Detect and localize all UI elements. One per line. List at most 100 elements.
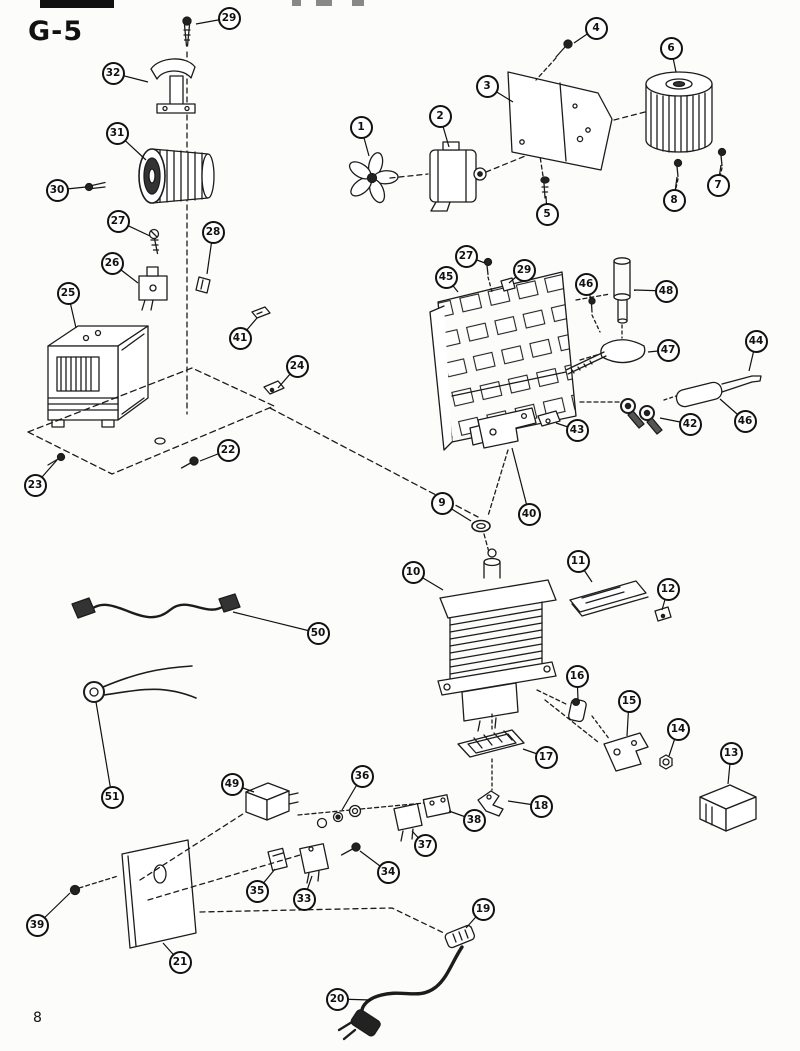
cover-13-drawing	[699, 784, 757, 832]
transformer-drawing	[47, 325, 149, 428]
screw-39-drawing	[69, 875, 119, 896]
callout-30: 30	[45, 178, 69, 202]
gasket-ring-drawing	[471, 519, 491, 557]
screw-27-right-drawing	[483, 257, 493, 293]
callout-14: 14	[666, 717, 690, 741]
callout-46: 46	[574, 272, 598, 296]
cord-bushing-drawing	[444, 924, 476, 949]
callout-32: 32	[101, 61, 125, 85]
bracket-15-drawing	[603, 732, 649, 772]
keys-drawing	[620, 398, 663, 435]
callout-23: 23	[23, 473, 47, 497]
clip-41-drawing	[251, 306, 271, 319]
switch-33-drawing	[299, 843, 330, 884]
page-number: 8	[33, 1010, 42, 1026]
fan-blade-drawing	[348, 152, 399, 204]
screw-4-drawing	[535, 39, 573, 81]
callout-26: 26	[100, 251, 124, 275]
fan-motor-drawing	[389, 141, 541, 212]
callout-47: 47	[656, 338, 680, 362]
callout-42: 42	[678, 412, 702, 436]
callout-6: 6	[659, 36, 683, 60]
callout-49: 49	[220, 772, 244, 796]
callout-2: 2	[428, 104, 452, 128]
callout-5: 5	[535, 202, 559, 226]
callout-24: 24	[285, 354, 309, 378]
jumper-cable-drawing	[71, 593, 241, 619]
callout-22: 22	[216, 438, 240, 462]
screw-27-left-drawing	[148, 228, 160, 255]
switch-49-drawing	[245, 782, 299, 821]
callout-27: 27	[106, 209, 130, 233]
blower-wheel-left-drawing	[138, 148, 215, 204]
shaft-rod-drawing	[663, 375, 762, 408]
callout-18: 18	[529, 794, 553, 818]
screw-5-drawing	[539, 155, 550, 199]
callout-3: 3	[475, 74, 499, 98]
clip-43-drawing	[537, 410, 561, 427]
callout-13: 13	[719, 741, 743, 765]
switch-37-drawing	[393, 803, 423, 842]
callout-10: 10	[401, 560, 425, 584]
screw-34-drawing	[340, 842, 361, 856]
bracket-18-drawing	[477, 790, 504, 817]
callout-15: 15	[617, 689, 641, 713]
callout-11: 11	[566, 549, 590, 573]
callout-38: 38	[462, 808, 486, 832]
magnetron-drawing	[437, 548, 557, 732]
blower-wheel-right-drawing	[645, 71, 713, 153]
bracket-40-drawing	[477, 407, 537, 517]
screw-7-drawing	[717, 147, 727, 177]
stud-16-drawing	[567, 697, 611, 741]
switch-38-drawing	[422, 794, 452, 818]
page-title: G-5	[28, 16, 84, 47]
screw-30-drawing	[84, 181, 106, 192]
callout-8: 8	[662, 188, 686, 212]
callout-19: 19	[471, 897, 495, 921]
screw-46-drawing	[588, 297, 601, 333]
callout-31: 31	[105, 121, 129, 145]
base-plate-drawing	[27, 367, 479, 518]
callout-17: 17	[534, 745, 558, 769]
vent-plate-drawing	[569, 580, 649, 617]
callout-43: 43	[565, 418, 589, 442]
lamp-socket-drawing	[613, 257, 631, 339]
callout-25: 25	[56, 281, 80, 305]
screw-29-drawing	[182, 16, 192, 415]
assembly-dashes	[536, 293, 623, 743]
clip-24-drawing	[263, 380, 285, 395]
callout-48: 48	[654, 279, 678, 303]
washers-36-drawing	[297, 802, 425, 829]
callout-12: 12	[656, 577, 680, 601]
ground-eyelet-drawing	[83, 665, 197, 703]
screw-8-drawing	[673, 158, 683, 189]
callout-1: 1	[349, 115, 373, 139]
callout-44: 44	[744, 329, 768, 353]
callout-36: 36	[350, 764, 374, 788]
callout-29: 29	[512, 258, 536, 282]
nut-14-drawing	[659, 754, 673, 770]
callout-33: 33	[292, 887, 316, 911]
callout-29: 29	[217, 6, 241, 30]
callout-34: 34	[376, 860, 400, 884]
callout-9: 9	[430, 491, 454, 515]
callout-51: 51	[100, 785, 124, 809]
clip-12-drawing	[654, 606, 672, 622]
switch-26-drawing	[138, 266, 168, 311]
pin-28-drawing	[195, 276, 211, 294]
callout-39: 39	[25, 913, 49, 937]
mount-plate-drawing	[507, 71, 646, 171]
callout-7: 7	[706, 173, 730, 197]
print-artifact-marks	[40, 0, 364, 8]
spacer-35-drawing	[267, 847, 288, 872]
callout-20: 20	[325, 987, 349, 1011]
callout-16: 16	[565, 664, 589, 688]
mount-bracket-drawing	[150, 58, 196, 114]
keypad-key-drawing	[500, 277, 516, 292]
bracket-panel-drawing	[121, 811, 447, 949]
power-cord-drawing	[337, 945, 464, 1041]
